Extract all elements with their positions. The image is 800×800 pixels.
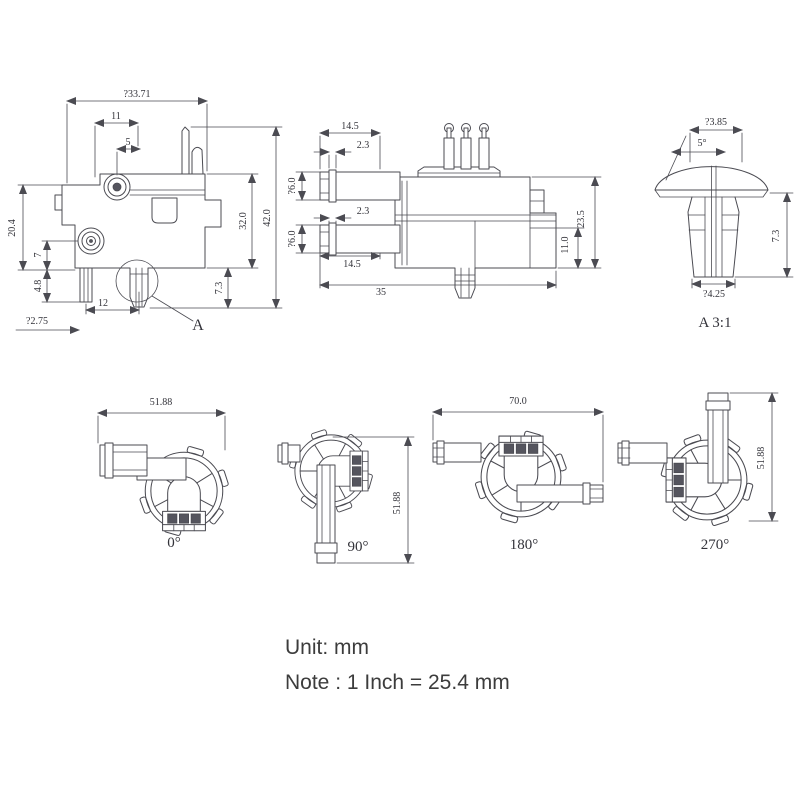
detail-a-circle [115, 259, 159, 303]
dim-11: 11 [111, 111, 121, 122]
rotation-0-label: 0° [167, 535, 181, 551]
rotation-270-label: 270° [701, 537, 730, 553]
lower-boss [77, 227, 105, 255]
dim-dia-2-75: ?2.75 [26, 316, 48, 327]
dim-14-5-top: 14.5 [341, 121, 359, 132]
rotation-view-0: 51.88 0° [97, 397, 230, 551]
hose-barb-top [319, 169, 401, 203]
rotation-view-270: 51.88 270° [617, 392, 779, 553]
dim-14-5-bottom: 14.5 [343, 259, 361, 270]
dim-70-0: 70.0 [509, 396, 527, 407]
dim-32-0: 32.0 [238, 212, 249, 230]
dim-total-width: ?33.71 [124, 89, 151, 100]
outlet-tube-up [705, 392, 731, 484]
dim-dia-6-top: ?6.0 [287, 178, 298, 195]
rotation-270-dimension: 51.88 [729, 392, 779, 522]
dim-7-3-detail: 7.3 [771, 230, 782, 243]
dim-angle-5: 5° [698, 138, 707, 149]
outlet-barb-right [516, 482, 604, 505]
rotation-90-label: 90° [348, 539, 369, 555]
rotation-0-dimension: 51.88 [97, 397, 226, 451]
dim-dia-4-25: ?4.25 [703, 289, 725, 300]
dim-dia-3-85: ?3.85 [705, 117, 727, 128]
upper-boss [103, 173, 131, 201]
bottom-outlet-clip [129, 267, 149, 308]
clip-legs [687, 196, 740, 278]
dim-2-3-top: 2.3 [357, 140, 370, 151]
dim-42-0: 42.0 [262, 209, 273, 227]
bottom-tube [79, 267, 93, 303]
dim-5: 5 [126, 137, 131, 148]
sensor-body-side [54, 126, 222, 322]
detail-ref-label: A [192, 317, 204, 334]
side-view-drawing: ?33.71 11 5 20.4 7 4.8 ?2.75 12 7.3 32.0… [7, 89, 283, 334]
mushroom-clip [654, 165, 769, 278]
dim-7-3: 7.3 [214, 282, 225, 295]
dim-dia-6-bottom: ?6.0 [287, 231, 298, 248]
inlet-stub-left [277, 442, 301, 465]
dim-20-4: 20.4 [7, 219, 18, 237]
dim-51-88: 51.88 [392, 492, 403, 515]
hose-barb-bottom [319, 222, 401, 256]
rotation-180-label: 180° [510, 537, 539, 553]
dim-23-5: 23.5 [576, 210, 587, 228]
detail-a-leader [151, 295, 194, 322]
conversion-note: Note : 1 Inch = 25.4 mm [285, 671, 510, 694]
top-lever [181, 126, 204, 175]
dim-51-88: 51.88 [150, 397, 173, 408]
inlet-barb-left [617, 440, 668, 466]
rotation-view-90: 51.88 90° [277, 428, 415, 564]
unit-note: Unit: mm [285, 636, 369, 659]
dim-4-8: 4.8 [33, 280, 44, 293]
drawing-notes: Unit: mm Note : 1 Inch = 25.4 mm [285, 636, 510, 706]
dim-51-88: 51.88 [756, 447, 767, 470]
front-view-dimensions: 14.5 2.3 ?6.0 2.3 ?6.0 14.5 35 23.5 11.0 [287, 121, 602, 298]
sensor-body-front [319, 123, 557, 299]
side-view-dimensions: ?33.71 11 5 20.4 7 4.8 ?2.75 12 7.3 32.0… [7, 89, 283, 334]
dim-11-0: 11.0 [560, 236, 571, 253]
rotation-180-dimension: 70.0 [432, 396, 604, 483]
clip-dome [654, 166, 769, 191]
outlet-tube-down [314, 464, 338, 564]
dim-2-3-mid: 2.3 [357, 206, 370, 217]
dim-12: 12 [98, 298, 108, 309]
flow-wheel-body [474, 430, 568, 524]
dim-35: 35 [376, 287, 386, 298]
top-cap [417, 166, 501, 178]
side-latch [529, 189, 545, 214]
terminal-pins-front [443, 123, 490, 170]
rotation-view-180: 70.0 180° [432, 396, 604, 553]
detail-a-dimensions: ?3.85 5° 7.3 ?4.25 A 3:1 [665, 117, 794, 331]
detail-a-title: A 3:1 [699, 315, 732, 331]
bottom-outlet-front [454, 267, 476, 299]
rotation-90-dimension: 51.88 [332, 436, 415, 564]
detail-a-drawing: ?3.85 5° 7.3 ?4.25 A 3:1 [654, 117, 794, 331]
inlet-barb-left [432, 440, 482, 465]
flow-wheel-body [660, 433, 754, 527]
front-view-drawing: 14.5 2.3 ?6.0 2.3 ?6.0 14.5 35 23.5 11.0 [287, 121, 602, 299]
hose-barb-left [99, 442, 187, 481]
dim-7: 7 [33, 253, 44, 258]
